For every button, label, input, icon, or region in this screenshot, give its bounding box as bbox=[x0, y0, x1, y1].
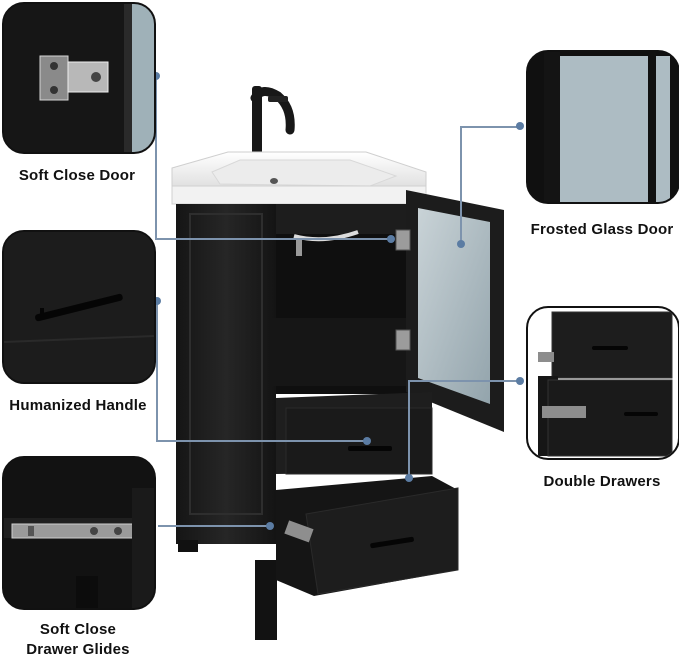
label-frosted-glass-door: Frosted Glass Door bbox=[530, 221, 674, 238]
label-soft-close-door: Soft Close Door bbox=[18, 167, 136, 184]
lower-drawer bbox=[276, 476, 459, 596]
upper-drawer bbox=[276, 392, 433, 475]
label-drawer-glides: Soft Close Drawer Glides bbox=[0, 620, 156, 660]
inset-humanized-handle bbox=[2, 230, 156, 384]
cabinet-body bbox=[176, 204, 412, 640]
label-drawer-glides-line2: Drawer Glides bbox=[26, 641, 130, 658]
label-double-drawers: Double Drawers bbox=[543, 473, 661, 490]
faucet bbox=[246, 86, 295, 160]
inset-frosted-glass-door bbox=[526, 50, 679, 204]
glass-door bbox=[395, 190, 504, 432]
ceramic-sink bbox=[171, 151, 427, 205]
inset-double-drawers bbox=[526, 306, 679, 460]
label-humanized-handle: Humanized Handle bbox=[9, 397, 147, 414]
handle-icon bbox=[35, 293, 123, 322]
hinge-icon bbox=[39, 55, 109, 101]
label-drawer-glides-line1: Soft Close bbox=[39, 621, 117, 638]
inset-soft-close-door bbox=[2, 2, 156, 154]
inset-drawer-glides bbox=[2, 456, 156, 610]
drawer-glide-icon bbox=[11, 523, 145, 539]
